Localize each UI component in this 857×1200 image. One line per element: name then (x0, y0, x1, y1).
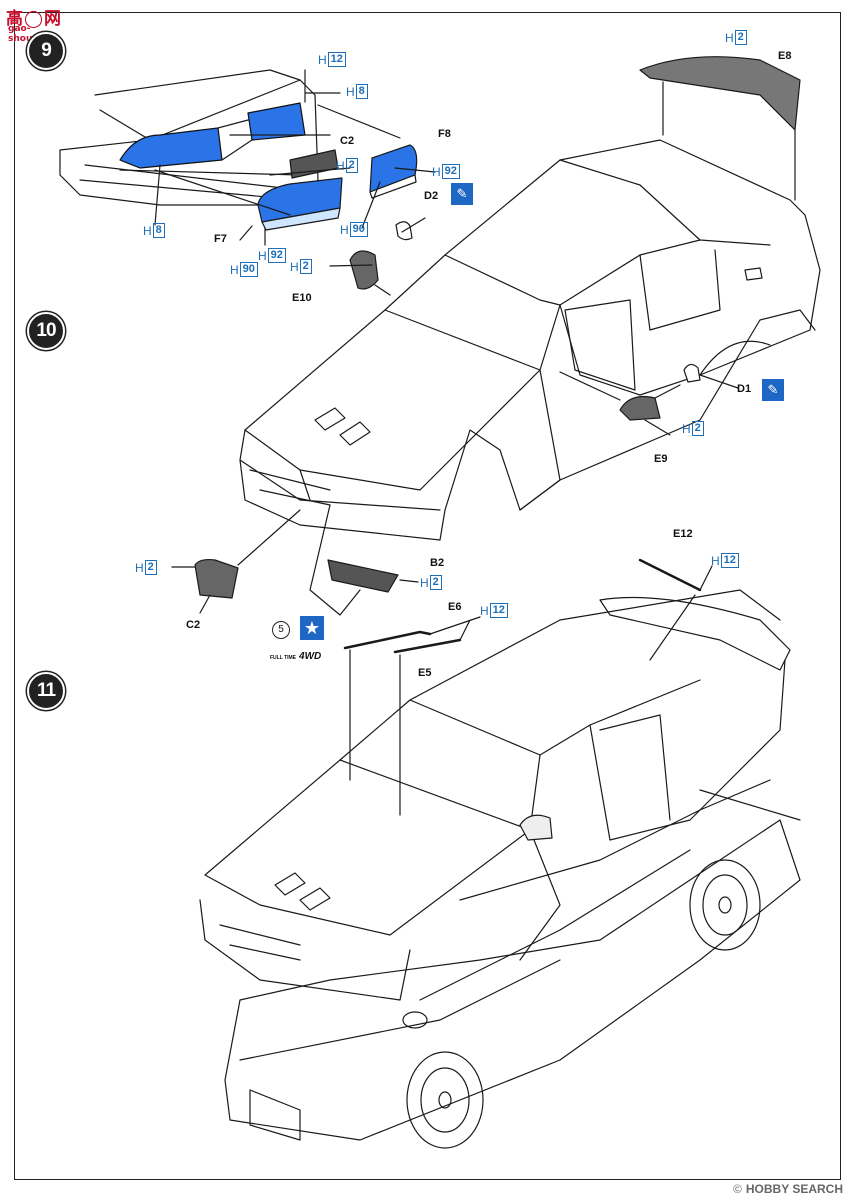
marking-number-badge: 5 (272, 621, 290, 639)
part-label-e10: E10 (292, 292, 312, 304)
wheels (402, 859, 761, 1149)
part-label-e6: E6 (448, 601, 462, 613)
part-e12 (638, 558, 702, 592)
part-e5 (393, 638, 462, 654)
decal-star-icon: ★ (300, 616, 324, 640)
part-c2-top (289, 149, 339, 179)
step-number-11: 11 (27, 672, 65, 710)
hobby-search-watermark: ©HOBBY SEARCH (733, 1182, 843, 1196)
tail-lens-left (119, 127, 223, 169)
part-label-f7: F7 (214, 233, 227, 245)
part-label-d2: D2 (424, 190, 439, 202)
step-number-9: 9 (27, 32, 65, 70)
part-e9 (619, 395, 661, 421)
page-border (14, 12, 841, 1180)
part-b2 (327, 559, 399, 593)
part-label-c2-b: C2 (186, 619, 201, 631)
part-e8 (639, 56, 801, 131)
part-e6 (343, 630, 432, 650)
car-body-step11 (199, 589, 791, 1001)
part-d1 (683, 363, 701, 383)
glue-note-icon: ✎ (451, 183, 473, 205)
glue-note-icon: ✎ (762, 379, 784, 401)
part-c2-bottom (194, 558, 239, 599)
part-label-d1: D1 (737, 383, 752, 395)
part-label-c2-a: C2 (340, 135, 355, 147)
part-label-f8: F8 (438, 128, 451, 140)
part-label-e8: E8 (778, 50, 792, 62)
part-e10 (349, 250, 379, 290)
watermark-text: 高◯网 (6, 9, 63, 29)
step-number-10: 10 (27, 312, 65, 350)
part-label-b2: B2 (430, 557, 445, 569)
part-label-e9: E9 (654, 453, 668, 465)
part-label-e5: E5 (418, 667, 432, 679)
part-label-e12: E12 (673, 528, 693, 540)
chassis (224, 789, 801, 1141)
